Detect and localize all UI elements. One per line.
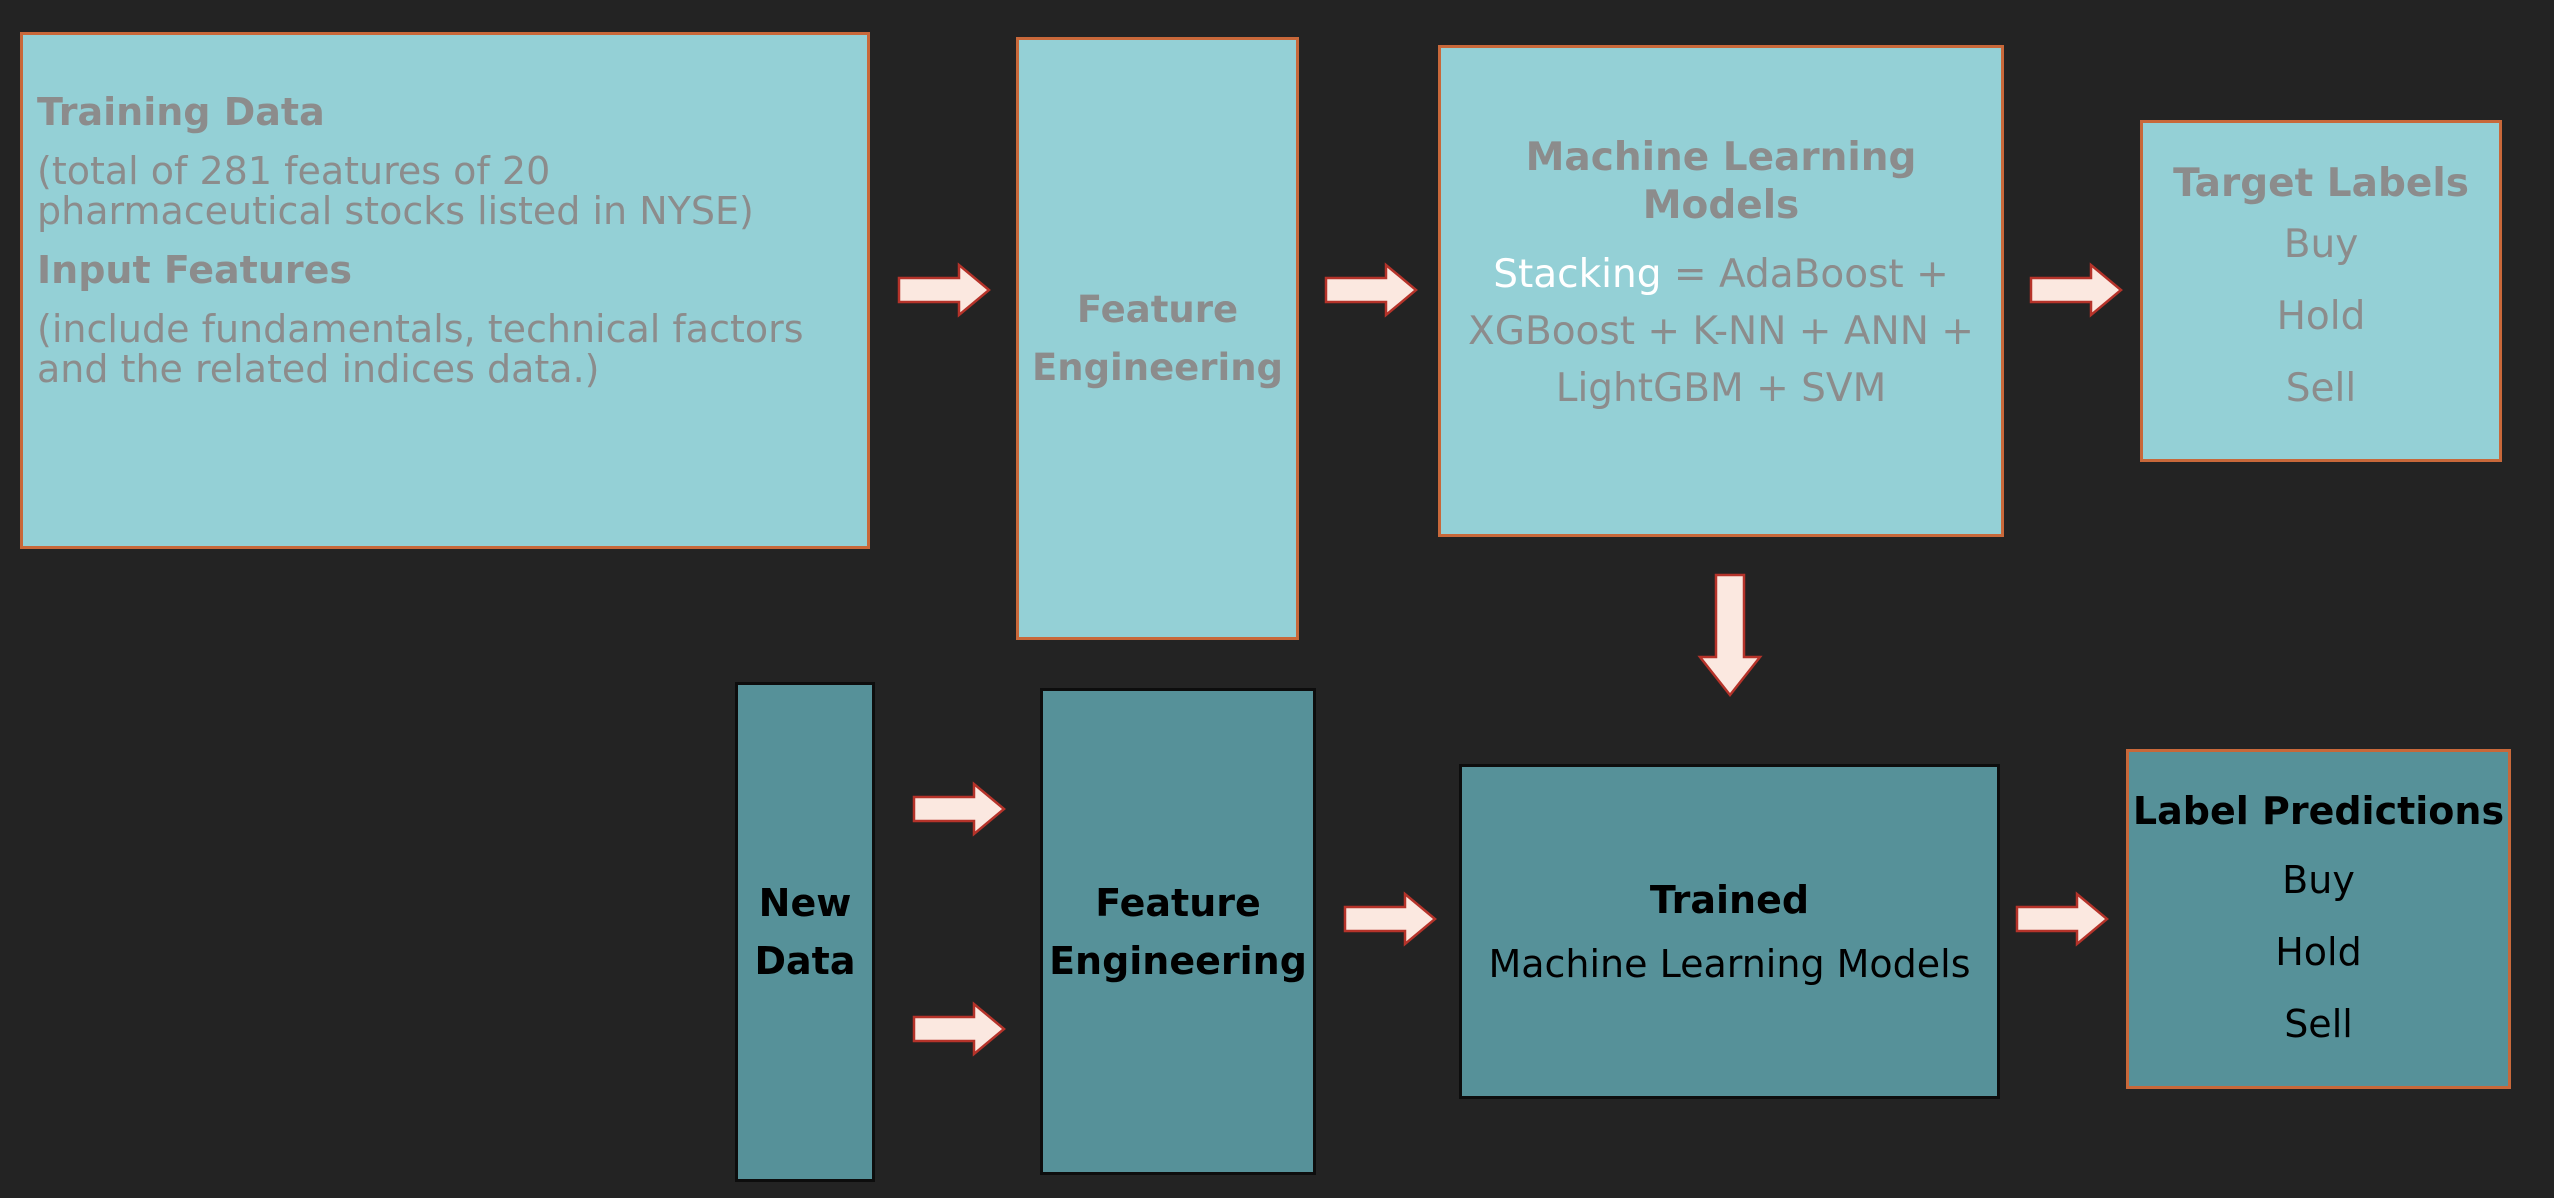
prediction-label-item: Sell xyxy=(2284,1002,2353,1046)
label-predictions-box: Label Predictions Buy Hold Sell xyxy=(2126,749,2511,1089)
new-data-box: New Data xyxy=(735,682,875,1182)
ml-models-description: Stacking = AdaBoost + XGBoost + K-NN + A… xyxy=(1468,252,1974,411)
training-data-description: (total of 281 features of 20 pharmaceuti… xyxy=(37,149,754,233)
new-data-line2: Data xyxy=(754,939,856,983)
target-label-item: Sell xyxy=(2285,366,2357,411)
feature-engineering-box-top: Feature Engineering xyxy=(1016,37,1299,640)
arrow-right-icon xyxy=(1343,891,1437,947)
feature-engineering-box-bottom: Feature Engineering xyxy=(1040,688,1316,1175)
ml-models-box: Machine Learning Models Stacking = AdaBo… xyxy=(1438,45,2004,537)
prediction-label-item: Buy xyxy=(2282,858,2355,902)
label-predictions-heading: Label Predictions xyxy=(2132,789,2505,833)
target-label-item: Buy xyxy=(2283,222,2359,267)
feature-engineering-bottom-line2: Engineering xyxy=(1049,938,1307,983)
ml-models-heading: Machine Learning Models xyxy=(1525,135,1917,228)
prediction-label-item: Hold xyxy=(2275,930,2362,974)
input-features-description: (include fundamentals, technical factors… xyxy=(37,307,804,391)
stacking-label: Stacking xyxy=(1493,252,1662,297)
training-data-box: Training Data (total of 281 features of … xyxy=(20,32,870,549)
arrow-right-icon xyxy=(912,1001,1006,1057)
trained-models-box: Trained Machine Learning Models xyxy=(1459,764,2000,1099)
training-data-heading: Training Data xyxy=(37,90,325,134)
arrow-right-icon xyxy=(912,781,1006,837)
feature-engineering-top-line1: Feature xyxy=(1076,287,1239,331)
target-labels-box: Target Labels Buy Hold Sell xyxy=(2140,120,2502,462)
trained-subtitle: Machine Learning Models xyxy=(1488,941,1971,986)
new-data-line1: New xyxy=(758,881,852,925)
target-label-item: Hold xyxy=(2276,294,2366,339)
arrow-right-icon xyxy=(2029,262,2123,318)
arrow-right-icon xyxy=(897,262,991,318)
arrow-right-icon xyxy=(2015,891,2109,947)
target-labels-heading: Target Labels xyxy=(2173,161,2469,206)
feature-engineering-top-line2: Engineering xyxy=(1031,345,1284,389)
feature-engineering-bottom-line1: Feature xyxy=(1095,880,1261,925)
arrow-down-icon xyxy=(1697,573,1763,698)
input-features-heading: Input Features xyxy=(37,248,353,292)
trained-heading: Trained xyxy=(1649,877,1810,922)
arrow-right-icon xyxy=(1324,262,1418,318)
